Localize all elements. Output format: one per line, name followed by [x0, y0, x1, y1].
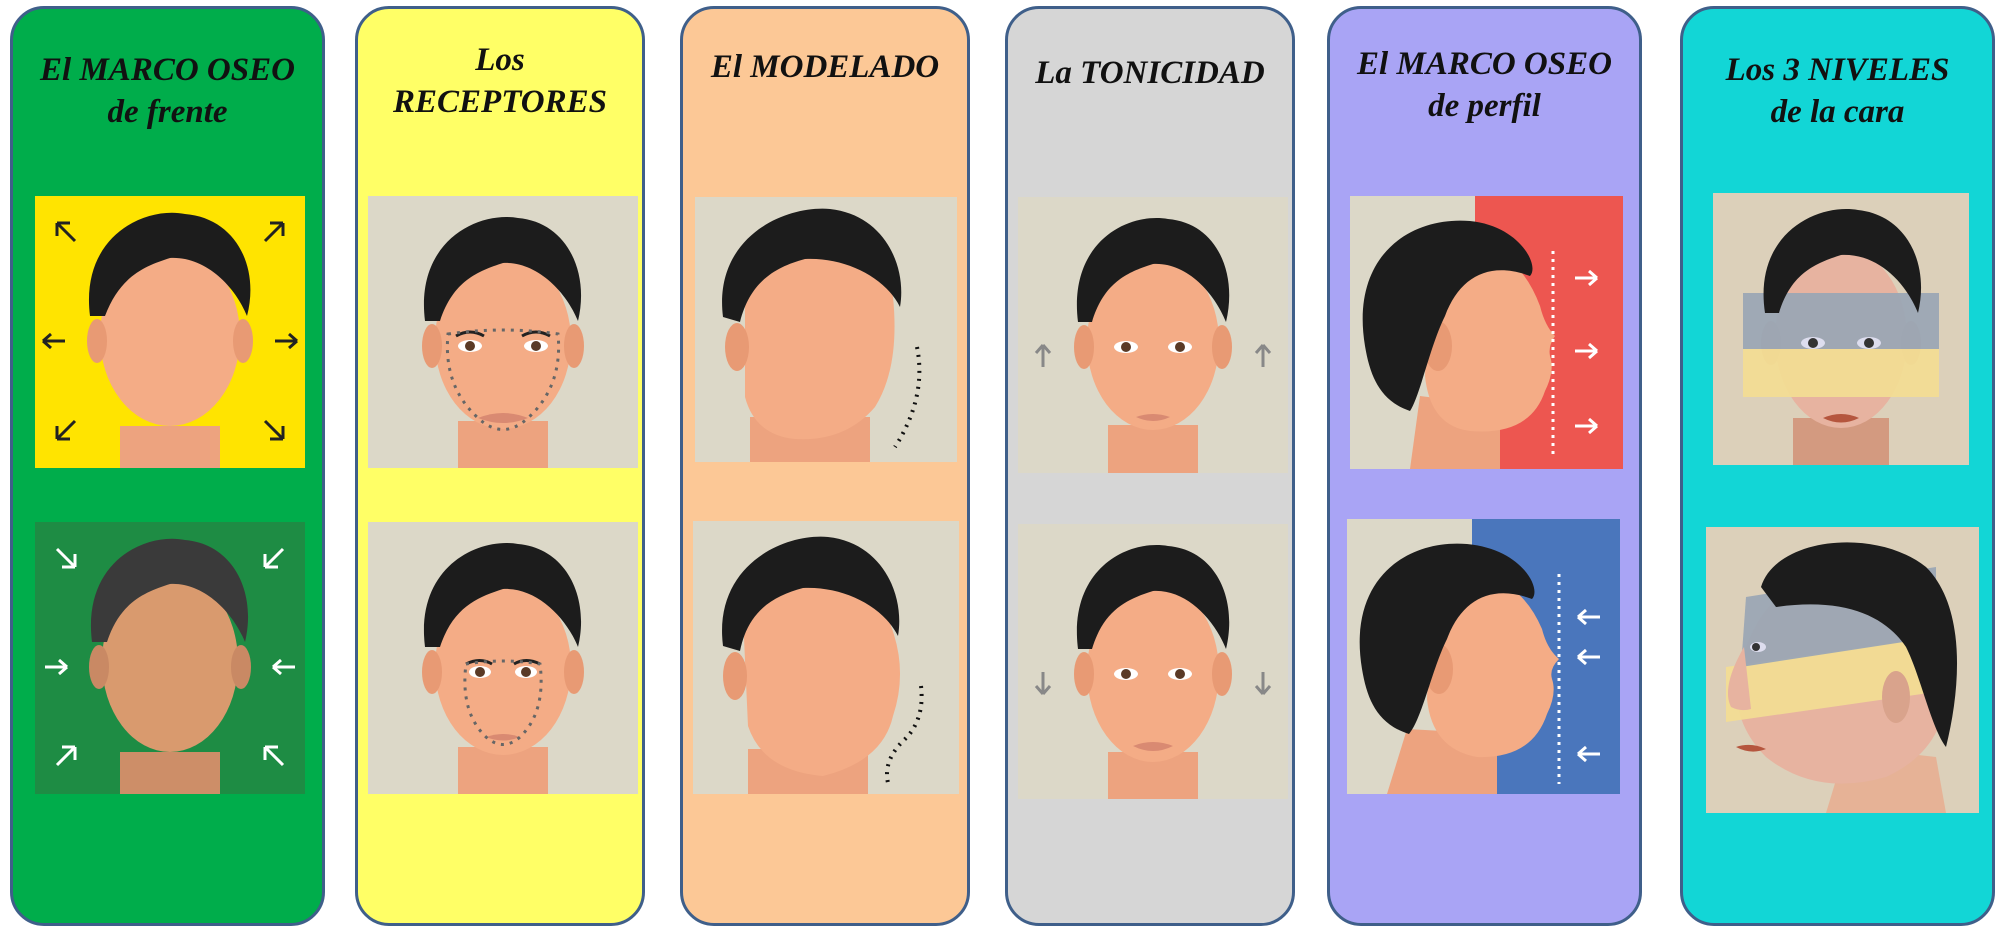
- face-narrow-receptors-illustration: [368, 522, 638, 794]
- title-line-1: El MARCO OSEO: [40, 52, 295, 88]
- card-title: El MARCO OSEO de frente: [13, 49, 322, 133]
- title-line-2: de perfil: [1428, 88, 1541, 124]
- title-line-1: Los: [475, 42, 525, 78]
- card-modelado: El MODELADO: [680, 6, 970, 926]
- arrow-icons: [45, 547, 295, 767]
- title-line-2: de frente: [107, 94, 228, 130]
- face-firm-contour-illustration: [695, 197, 957, 462]
- face-wide-receptors-illustration: [368, 196, 638, 468]
- front-face-three-levels-illustration: [1713, 193, 1969, 465]
- card-receptores: Los RECEPTORES: [355, 6, 645, 926]
- face-toned-illustration: [1018, 197, 1288, 473]
- title-line-1: Los 3 NIVELES: [1725, 52, 1950, 88]
- profile-backward-illustration: [1347, 519, 1620, 794]
- card-title: Los 3 NIVELES de la cara: [1683, 49, 1992, 133]
- card-title: El MODELADO: [683, 46, 967, 88]
- title-line-2: de la cara: [1770, 94, 1905, 130]
- backward-arrow-icons: [1577, 608, 1600, 763]
- up-arrow-icons: [1034, 344, 1272, 367]
- card-marco-oseo-perfil: El MARCO OSEO de perfil: [1327, 6, 1642, 926]
- title-line-1: La TONICIDAD: [1035, 55, 1265, 91]
- middle-level-band: [1726, 637, 1936, 722]
- title-line-1: El MARCO OSEO: [1357, 46, 1612, 82]
- profile-three-levels-illustration: [1706, 527, 1979, 813]
- forward-arrow-icons: [1575, 269, 1598, 435]
- title-line-2: RECEPTORES: [393, 84, 607, 120]
- front-face-contracted-illustration: [35, 522, 305, 794]
- title-line-1: El MODELADO: [710, 49, 940, 85]
- middle-level-band: [1743, 349, 1939, 397]
- card-marco-oseo-frente: El MARCO OSEO de frente: [10, 6, 325, 926]
- down-arrow-icons: [1034, 672, 1272, 695]
- arrow-icons: [42, 221, 298, 441]
- card-title: Los RECEPTORES: [358, 39, 642, 123]
- card-title: La TONICIDAD: [1008, 52, 1292, 94]
- profile-forward-illustration: [1350, 196, 1623, 469]
- face-slack-illustration: [1018, 524, 1288, 799]
- front-face-expanded-illustration: [35, 196, 305, 468]
- face-sagging-contour-illustration: [693, 521, 959, 794]
- card-title: El MARCO OSEO de perfil: [1330, 43, 1639, 127]
- card-3-niveles: Los 3 NIVELES de la cara: [1680, 6, 1995, 926]
- card-tonicidad: La TONICIDAD: [1005, 6, 1295, 926]
